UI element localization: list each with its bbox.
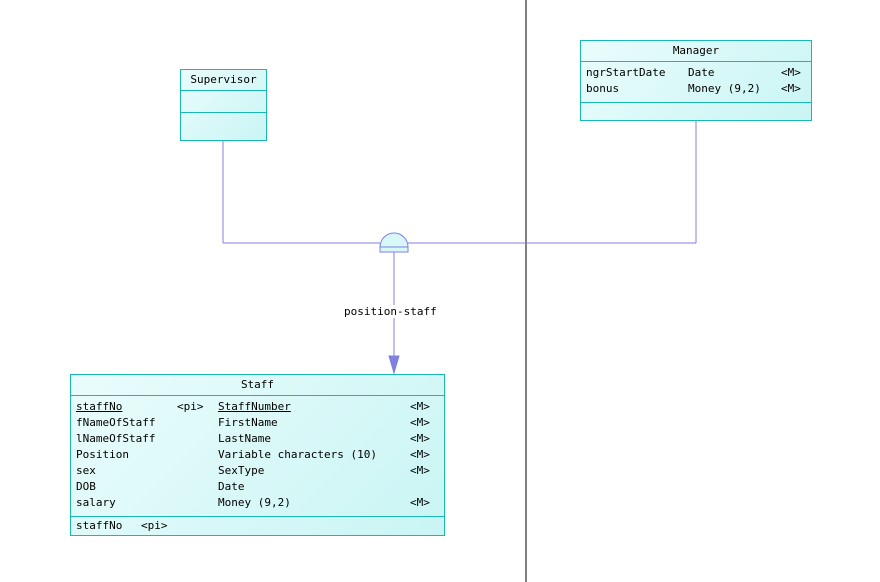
attribute-key: <pi> (177, 400, 204, 413)
entity-supervisor-title: Supervisor (181, 70, 266, 91)
identifier-name: staffNo (76, 519, 123, 532)
entity-staff-identifiers: staffNo <pi> (71, 517, 444, 536)
identifier-key: <pi> (141, 519, 168, 532)
attribute-name: staffNo (76, 400, 123, 413)
attribute-name: sex (76, 464, 96, 477)
attribute-type: Date (688, 66, 715, 79)
attribute-row[interactable]: sex SexType <M> (71, 463, 444, 479)
attribute-type: LastName (218, 432, 271, 445)
entity-supervisor-identifiers (181, 113, 266, 141)
identifier-row[interactable]: staffNo <pi> (71, 518, 444, 534)
attribute-type: SexType (218, 464, 265, 477)
attribute-type: Money (9,2) (218, 496, 291, 509)
attribute-name: bonus (586, 82, 620, 95)
attribute-row[interactable]: Position Variable characters (10) <M> (71, 447, 444, 463)
inheritance-symbol[interactable] (379, 232, 409, 253)
attribute-type: Money (9,2) (688, 82, 761, 95)
entity-manager-title: Manager (581, 41, 811, 62)
entity-staff[interactable]: Staff staffNo <pi> StaffNumber <M> fName… (70, 374, 445, 536)
attribute-type: FirstName (218, 416, 278, 429)
entity-manager-attributes: ngrStartDate Date <M> bonus Money (9,2) … (581, 62, 811, 103)
entity-staff-title: Staff (71, 375, 444, 396)
attribute-type: Date (218, 480, 245, 493)
entity-supervisor[interactable]: Supervisor (180, 69, 267, 141)
attribute-mandatory-marker: <M> (410, 464, 430, 477)
attribute-name: DOB (76, 480, 96, 493)
entity-staff-attributes: staffNo <pi> StaffNumber <M> fNameOfStaf… (71, 396, 444, 517)
attribute-type: Variable characters (10) (218, 448, 377, 461)
attribute-row[interactable]: DOB Date (71, 479, 444, 495)
attribute-mandatory-marker: <M> (781, 66, 801, 79)
attribute-mandatory-marker: <M> (781, 82, 801, 95)
attribute-row[interactable]: salary Money (9,2) <M> (71, 495, 444, 511)
attribute-row[interactable]: fNameOfStaff FirstName <M> (71, 415, 444, 431)
attribute-name: ngrStartDate (586, 66, 666, 79)
entity-manager-identifiers (581, 103, 811, 121)
attribute-mandatory-marker: <M> (410, 496, 430, 509)
attribute-row[interactable]: staffNo <pi> StaffNumber <M> (71, 399, 444, 415)
attribute-row[interactable]: bonus Money (9,2) <M> (581, 81, 811, 97)
inheritance-label: position-staff (344, 305, 437, 318)
attribute-mandatory-marker: <M> (410, 448, 430, 461)
attribute-mandatory-marker: <M> (410, 432, 430, 445)
attribute-row[interactable]: lNameOfStaff LastName <M> (71, 431, 444, 447)
entity-supervisor-attributes (181, 91, 266, 113)
attribute-name: fNameOfStaff (76, 416, 156, 429)
attribute-mandatory-marker: <M> (410, 416, 430, 429)
attribute-mandatory-marker: <M> (410, 400, 430, 413)
attribute-name: Position (76, 448, 129, 461)
attribute-name: lNameOfStaff (76, 432, 156, 445)
attribute-row[interactable]: ngrStartDate Date <M> (581, 65, 811, 81)
attribute-type: StaffNumber (218, 400, 291, 413)
entity-manager[interactable]: Manager ngrStartDate Date <M> bonus Mone… (580, 40, 812, 121)
inheritance-arrowhead (388, 355, 400, 375)
attribute-name: salary (76, 496, 116, 509)
